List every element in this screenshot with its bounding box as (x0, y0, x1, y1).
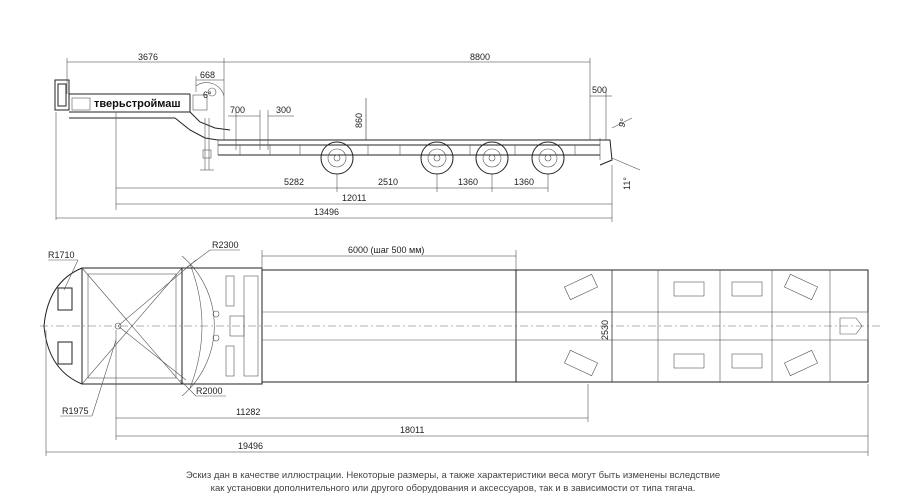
wheel-top (784, 349, 818, 377)
dim-swing-radius: R2300 (212, 240, 239, 250)
wheel (320, 141, 354, 175)
wheel (531, 141, 565, 175)
wheel-top (564, 273, 598, 301)
technical-drawing: тверьстроймаш (40, 52, 880, 456)
axle-group (320, 141, 565, 175)
wheel-top (564, 349, 598, 377)
dim-kingpin-offset: 668 (200, 70, 215, 80)
dim-rear-overhang: 500 (592, 85, 607, 95)
dim-front-overhang: 3676 (138, 52, 158, 62)
side-dimensions: 3676 8800 668 6° 700 300 860 500 9° 11° (55, 52, 641, 222)
dim-width: 2530 (600, 320, 610, 340)
dim-len-extended: 18011 (400, 425, 424, 435)
dim-swing-angle: 6° (203, 90, 212, 100)
footnote-line-2: как установки дополнительного или другог… (210, 483, 696, 494)
wheel-top (673, 353, 705, 369)
top-dimensions: R1710 R2300 6000 (шаг 500 мм) 2530 R2000… (45, 240, 869, 456)
dim-extension: 6000 (шаг 500 мм) (348, 245, 424, 255)
dim-axle-pitch-1: 1360 (458, 177, 478, 187)
side-view: тверьстроймаш (54, 52, 641, 222)
dim-ramp-angle: 11° (622, 177, 632, 190)
wheel (420, 141, 454, 175)
dim-outer-radius: R1975 (62, 406, 89, 416)
footnote-line-1: Эскиз дан в качестве иллюстрации. Некото… (185, 470, 721, 481)
dim-inner-radius: R2000 (196, 386, 223, 396)
dim-step-a: 700 (230, 105, 245, 115)
gooseneck-top (43, 255, 263, 397)
gooseneck (54, 79, 231, 171)
dim-axle-start: 5282 (284, 177, 304, 187)
wheel (475, 141, 509, 175)
dim-deck-length: 8800 (470, 52, 490, 62)
deck (217, 138, 613, 166)
dim-length-mid: 12011 (342, 193, 366, 203)
top-view: R1710 R2300 6000 (шаг 500 мм) 2530 R2000… (40, 240, 880, 456)
dim-length-total: 13496 (314, 207, 339, 217)
dim-front-radius: R1710 (48, 250, 75, 260)
brand-label: тверьстроймаш (94, 98, 181, 110)
dim-axle-pitch-2: 1360 (514, 177, 534, 187)
wheel-top (731, 353, 763, 369)
wheel-top (784, 273, 818, 301)
dim-axle-gap: 2510 (378, 177, 398, 187)
extension-frame (262, 269, 516, 383)
dim-len-retracted: 11282 (236, 407, 260, 417)
dim-len-total: 19496 (238, 441, 263, 451)
rear-platform (515, 269, 869, 383)
dim-step-b: 300 (276, 105, 291, 115)
wheel-top (731, 281, 763, 297)
wheel-top (673, 281, 705, 297)
dim-deck-height: 860 (354, 113, 364, 128)
